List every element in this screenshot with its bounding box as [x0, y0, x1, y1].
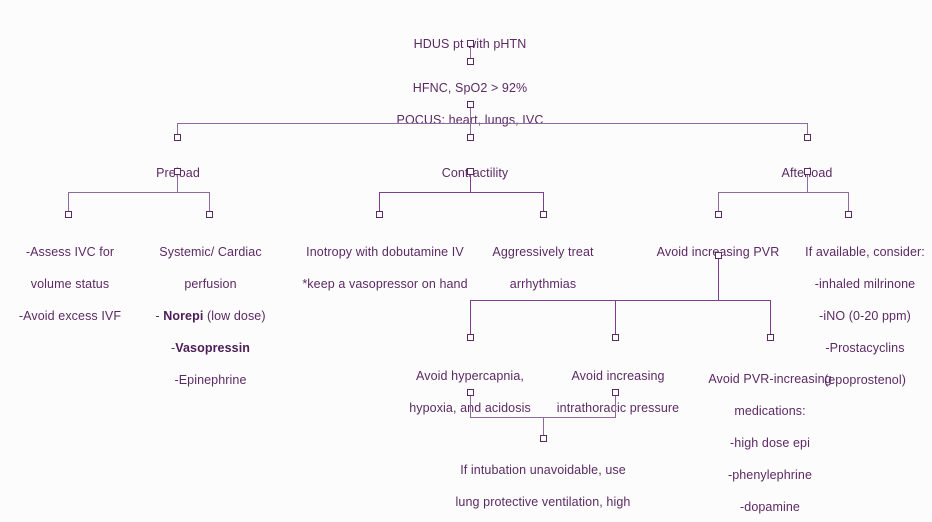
connector-pvr-to-hypercapnia	[470, 300, 472, 334]
node-arrhythmias-line2: arrhythmias	[509, 277, 577, 291]
connector-initial-down	[470, 108, 472, 124]
node-pvr-meds-line3: -high dose epi	[730, 436, 810, 450]
node-intubation-line1: If intubation unavoidable, use	[460, 463, 626, 477]
node-assess-ivc-line2: volume status	[30, 277, 110, 291]
node-systemic-cardiac-perfusion: Systemic/ Cardiac perfusion - Norepi (lo…	[143, 228, 278, 404]
connector-marker-root-bottom	[467, 40, 474, 47]
node-perfusion-line5: -Epinephrine	[174, 373, 247, 387]
connector-pvr-to-intrathoracic	[615, 300, 617, 334]
connector-contractility-to-arrhythmias	[543, 192, 545, 212]
node-perfusion-line1: Systemic/ Cardiac	[159, 245, 262, 259]
node-intubation-guidance: If intubation unavoidable, use lung prot…	[430, 446, 656, 522]
node-if-available-line3: -iNO (0-20 ppm)	[819, 309, 911, 323]
node-if-available-line1: If available, consider:	[805, 245, 925, 259]
node-if-available-line2: -inhaled milrinone	[814, 277, 916, 291]
connector-level1-to-contractility	[470, 123, 472, 135]
connector-marker-initial-top	[467, 58, 474, 65]
connector-marker-pvr-meds-top	[767, 334, 774, 341]
connector-preload-to-perfusion	[209, 192, 211, 212]
norepi-prefix: -	[155, 309, 164, 323]
connector-preload-bus	[68, 192, 210, 194]
connector-marker-assess-ivc-top	[65, 211, 72, 218]
connector-preload-down	[177, 175, 179, 193]
node-contractility-label: Contractility	[441, 166, 509, 180]
node-contractility: Contractility	[425, 149, 525, 197]
vasopressin-drug: Vasopressin	[175, 341, 251, 355]
node-if-available-line4: -Prostacyclins	[825, 341, 905, 355]
node-hypercapnia-line1: Avoid hypercapnia,	[416, 369, 524, 383]
connector-contractility-down	[470, 175, 472, 193]
node-intrathoracic-line2: intrathoracic pressure	[556, 401, 680, 415]
node-pvr-meds-line1: Avoid PVR-increasing	[708, 372, 832, 386]
node-assess-ivc-line1: -Assess IVC for	[25, 245, 115, 259]
node-avoid-pvr-medications: Avoid PVR-increasing medications: -high …	[697, 355, 843, 522]
connector-contractility-to-inotropy	[379, 192, 381, 212]
connector-contractility-bus	[379, 192, 544, 194]
node-perfusion-line3: - Norepi (low dose)	[143, 308, 278, 324]
connector-root-to-initial	[470, 47, 472, 59]
connector-pvr-to-medications	[770, 300, 772, 334]
connector-afterload-bus	[718, 192, 849, 194]
norepi-drug: Norepi	[163, 309, 204, 323]
node-perfusion-line2: perfusion	[184, 277, 237, 291]
node-avoid-intrathoracic-pressure: Avoid increasing intrathoracic pressure	[545, 352, 691, 432]
connector-hypercapnia-down	[470, 396, 472, 418]
connector-marker-contractility-top	[467, 134, 474, 141]
node-inotropy: Inotropy with dobutamine IV *keep a vaso…	[292, 228, 478, 308]
connector-marker-arrhythmias-top	[540, 211, 547, 218]
node-intrathoracic-line1: Avoid increasing	[571, 369, 665, 383]
node-inotropy-line2: *keep a vasopressor on hand	[302, 277, 468, 291]
node-arrhythmias-line1: Aggressively treat	[492, 245, 594, 259]
connector-merge-to-intubation	[543, 417, 545, 436]
connector-avoid-pvr-down	[718, 259, 720, 301]
connector-marker-afterload-bottom	[804, 168, 811, 175]
connector-marker-initial-bottom	[467, 101, 474, 108]
node-intubation-line2: lung protective ventilation, high	[455, 495, 631, 509]
connector-marker-if-available-top	[845, 211, 852, 218]
connector-marker-hypercapnia-top	[467, 334, 474, 341]
connector-level1-to-afterload	[807, 123, 809, 135]
connector-marker-intrathoracic-bottom	[612, 389, 619, 396]
node-treat-arrhythmias: Aggressively treat arrhythmias	[482, 228, 604, 308]
connector-level1-to-preload	[177, 123, 179, 135]
connector-pvr-children-bus	[470, 300, 771, 302]
connector-level1-bus	[177, 123, 808, 125]
connector-marker-avoid-pvr-bottom	[715, 252, 722, 259]
connector-marker-preload-top	[174, 134, 181, 141]
connector-afterload-to-if-available	[848, 192, 850, 212]
connector-intrathoracic-down	[615, 396, 617, 418]
node-inotropy-line1: Inotropy with dobutamine IV	[306, 245, 464, 259]
connector-afterload-to-avoid-pvr	[718, 192, 720, 212]
norepi-suffix: (low dose)	[203, 309, 266, 323]
connector-marker-preload-bottom	[174, 168, 181, 175]
connector-marker-hypercapnia-bottom	[467, 389, 474, 396]
node-assess-ivc-line3: -Avoid excess IVF	[18, 309, 122, 323]
connector-marker-intrathoracic-top	[612, 334, 619, 341]
node-assess-ivc: -Assess IVC for volume status -Avoid exc…	[0, 228, 140, 340]
node-perfusion-line4: -Vasopressin	[143, 340, 278, 356]
node-if-available-consider: If available, consider: -inhaled milrino…	[798, 228, 932, 404]
connector-marker-contractility-bottom	[467, 168, 474, 175]
connector-marker-perfusion-top	[206, 211, 213, 218]
connector-marker-avoid-pvr-top	[715, 211, 722, 218]
vasopressin-prefix: -	[170, 341, 176, 355]
node-pvr-meds-line2: medications:	[734, 404, 806, 418]
connector-afterload-down	[807, 175, 809, 193]
node-if-available-line5: (epoprostenol)	[823, 373, 906, 387]
connector-marker-intubation-top	[540, 435, 547, 442]
node-pvr-meds-line5: -dopamine	[740, 500, 800, 514]
connector-marker-inotropy-top	[376, 211, 383, 218]
node-pvr-meds-line4: -phenylephrine	[727, 468, 813, 482]
connector-preload-to-ivc	[68, 192, 70, 212]
connector-marker-afterload-top	[804, 134, 811, 141]
node-initial-line1: HFNC, SpO2 > 92%	[412, 81, 528, 95]
